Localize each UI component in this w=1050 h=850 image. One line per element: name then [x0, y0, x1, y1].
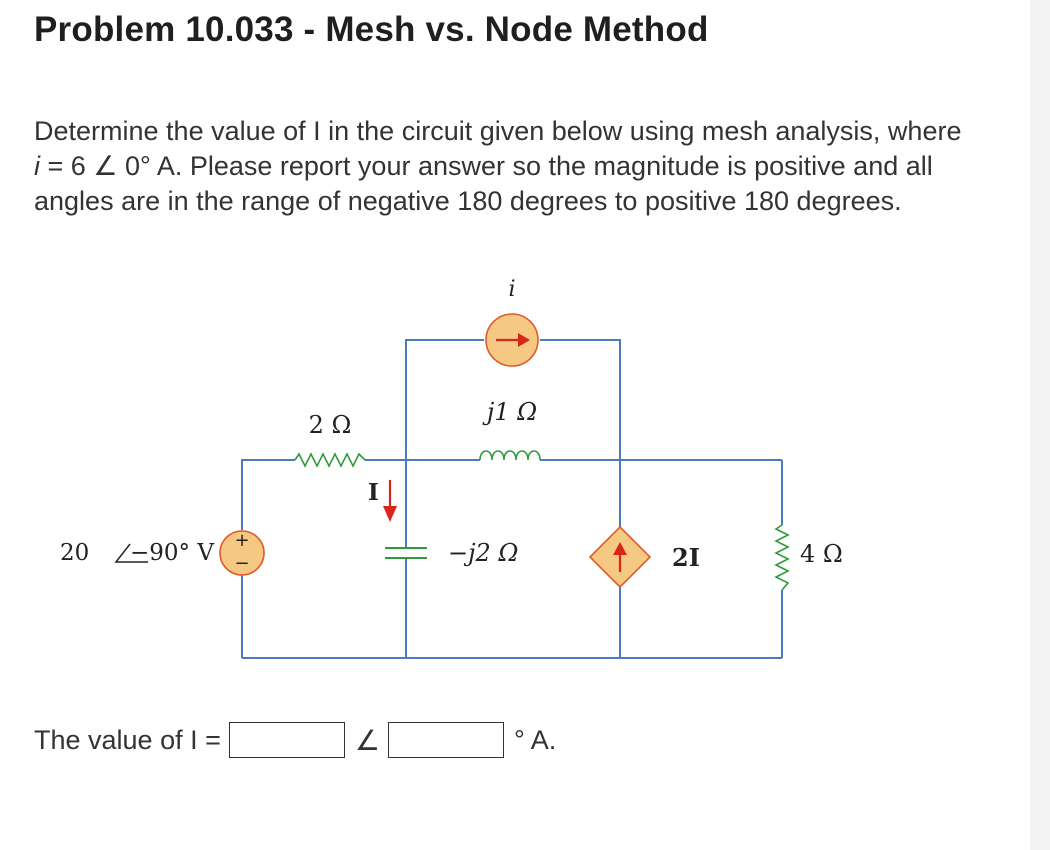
minus-sign: −: [234, 553, 249, 574]
capacitor-label: −j2 Ω: [448, 539, 518, 567]
current-I-label: I: [368, 479, 379, 506]
capacitor-minus-j2-ohm: [385, 547, 427, 559]
magnitude-input[interactable]: [228, 722, 345, 758]
problem-statement: Determine the value of I in the circuit …: [34, 114, 964, 219]
wire-left-loop: [241, 459, 295, 530]
problem-text-part1: Determine the value of I in the circuit …: [34, 116, 962, 146]
circuit-diagram: 2 Ω j1 Ω i + − 20 −90° V I −j2 Ω: [60, 277, 843, 659]
angle-icon: [114, 543, 148, 563]
angle-symbol: ∠: [354, 724, 380, 756]
resistor-2-ohm: [294, 452, 366, 468]
inductor-label: j1 Ω: [482, 398, 537, 426]
dependent-current-source: [588, 525, 652, 589]
resistor-2-label: 2 Ω: [309, 411, 352, 439]
current-source-i: [485, 313, 539, 367]
inductor-j1-ohm: [479, 450, 541, 461]
scrollbar-track[interactable]: [1030, 0, 1050, 850]
answer-prefix: The value of I =: [34, 724, 221, 755]
answer-unit: ° A.: [513, 724, 557, 755]
wires: [241, 339, 783, 659]
voltage-source: + −: [219, 530, 265, 576]
arrow-up-icon: [613, 542, 627, 555]
arrow-down-icon: [383, 506, 397, 522]
page-title: Problem 10.033 - Mesh vs. Node Method: [34, 10, 709, 49]
resistor-4-label: 4 Ω: [800, 540, 843, 568]
current-variable: i: [34, 151, 40, 181]
wire-top-loop: [405, 339, 484, 460]
plus-sign: +: [234, 530, 249, 551]
dependent-source-label: 2I: [672, 543, 700, 572]
voltage-source-angle: −90° V: [130, 540, 214, 566]
current-source-label: i: [508, 277, 515, 302]
voltage-source-magnitude: 20: [60, 540, 89, 566]
answer-row: The value of I = ∠ ° A.: [34, 718, 556, 762]
problem-text-part2: = 6 ∠ 0° A. Please report your answer so…: [34, 151, 933, 216]
resistor-4-ohm: [774, 524, 790, 591]
arrow-right-icon: [518, 333, 530, 347]
wire-top-loop-right: [540, 339, 621, 460]
angle-input[interactable]: [387, 722, 504, 758]
